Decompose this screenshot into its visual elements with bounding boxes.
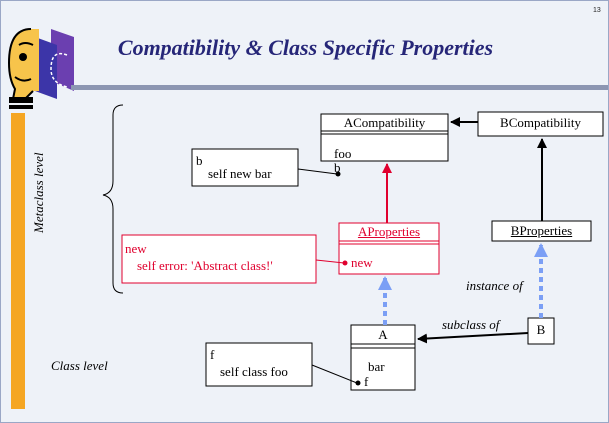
method-new: new — [351, 255, 373, 270]
class-name-a: A — [378, 327, 388, 342]
class-name-bcompatibility: BCompatibility — [500, 115, 581, 130]
class-box-bcompatibility — [477, 111, 604, 137]
class-name-bproperties: BProperties — [510, 223, 573, 238]
method-f: f — [364, 374, 369, 389]
arrow-b-to-a — [417, 332, 529, 344]
class-level-label: Class level — [51, 358, 108, 373]
class-name-aproperties: AProperties — [357, 224, 421, 239]
note-link-f — [311, 364, 358, 384]
note-b-name: b — [196, 153, 203, 168]
class-box-acompatibility — [320, 113, 449, 162]
class-box-a — [350, 324, 416, 391]
class-name-b: B — [536, 322, 546, 337]
note-box-f — [205, 342, 313, 387]
class-name-acompatibility: ACompatibility — [343, 115, 426, 130]
label-subclass-of: subclass of — [442, 317, 500, 332]
logo-face-icon — [7, 28, 74, 409]
title-divider — [71, 85, 608, 90]
note-box-b — [191, 148, 299, 187]
note-f-body: self class foo — [220, 364, 288, 379]
metaclass-level-brace — [102, 104, 124, 294]
class-box-aproperties — [338, 222, 440, 275]
note-new-body: self error: 'Abstract class!' — [137, 258, 273, 273]
note-b-body: self new bar — [208, 166, 272, 181]
note-new-name: new — [125, 241, 147, 256]
class-box-b — [527, 317, 555, 345]
note-box-new — [121, 234, 317, 284]
metaclass-level-label: Metaclass level — [31, 152, 46, 234]
method-foo: foo — [334, 146, 352, 161]
label-instance-of: instance of — [466, 278, 523, 293]
method-b: b — [334, 160, 341, 175]
page-number: 13 — [593, 7, 601, 14]
slide-title: Compatibility & Class Specific Propertie… — [117, 35, 494, 60]
method-bar: bar — [368, 359, 385, 374]
note-link-new — [315, 259, 345, 264]
note-link-b — [297, 168, 338, 175]
note-f-name: f — [210, 347, 215, 362]
